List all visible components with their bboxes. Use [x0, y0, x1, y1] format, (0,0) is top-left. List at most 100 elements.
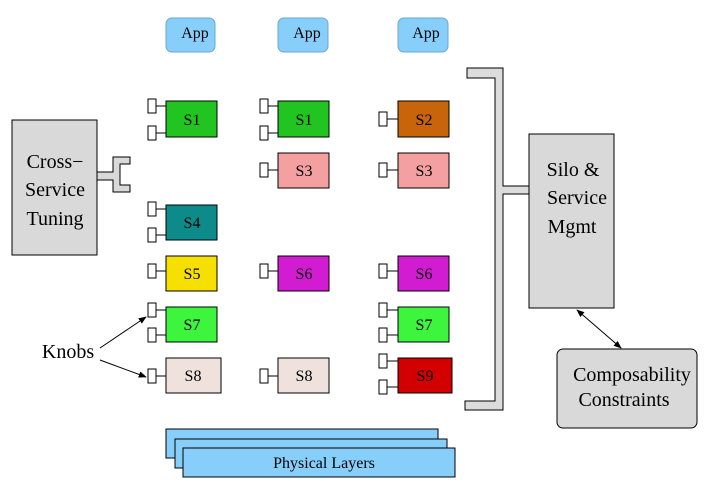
- service-s6-col2: S6: [259, 255, 330, 292]
- service-label: S9: [417, 368, 434, 385]
- cross-service-tuning-line-2: Service: [25, 179, 85, 201]
- service-box: [277, 255, 330, 292]
- service-box: [397, 357, 453, 394]
- service-s8-col2: S8: [259, 357, 330, 394]
- app-label-1: App: [181, 25, 209, 42]
- composability-constraints: Composability Constraints: [556, 348, 698, 429]
- app-box-1: App: [165, 17, 216, 53]
- app-box-3-shape: [397, 17, 449, 53]
- tuning-connector: [96, 156, 131, 193]
- knob: [147, 368, 157, 384]
- knob: [378, 302, 388, 318]
- knob: [147, 125, 157, 141]
- knob: [378, 263, 388, 279]
- knobs-arrow-upper: [99, 316, 147, 349]
- service-label: S2: [416, 112, 433, 129]
- service-s1-col1: S1: [147, 98, 218, 141]
- service-s9-col3: S9: [378, 353, 453, 395]
- knob: [259, 98, 269, 114]
- app-label-3: App: [412, 25, 440, 42]
- physical-layers-label: Physical Layers: [273, 455, 375, 472]
- service-s1-col2: S1: [259, 98, 330, 141]
- knobs-arrow-lower: [99, 359, 147, 378]
- service-label: S8: [296, 368, 313, 385]
- knob: [259, 125, 269, 141]
- service-s4-col1: S4: [147, 201, 218, 243]
- app-row: App App App: [165, 17, 449, 53]
- app-box-2-shape: [277, 17, 329, 53]
- cross-service-tuning-box: [11, 119, 98, 256]
- service-column-2: S1 S3 S6 S8: [259, 98, 330, 394]
- service-box: [277, 100, 330, 138]
- cross-service-tuning-line-3: Tuning: [26, 208, 83, 230]
- app-box-2: App: [277, 17, 329, 53]
- service-box: [165, 255, 218, 292]
- knob: [147, 263, 157, 279]
- service-s2-col3: S2: [378, 100, 450, 138]
- knob: [147, 327, 157, 343]
- service-label: S7: [416, 317, 433, 334]
- composability-line-2: Constraints: [578, 389, 669, 411]
- service-s3-col2: S3: [259, 152, 330, 189]
- service-box: [397, 255, 450, 292]
- service-box: [397, 100, 450, 138]
- service-box: [165, 357, 222, 394]
- service-box: [165, 100, 218, 138]
- mgmt-composability-arrow: [576, 309, 622, 349]
- service-label: S8: [185, 368, 202, 385]
- knob: [378, 353, 388, 369]
- service-label: S4: [184, 215, 201, 232]
- silo-mgmt-box: [528, 133, 615, 309]
- service-box: [397, 152, 450, 189]
- physical-layers: Physical Layers: [165, 428, 456, 478]
- service-bracket: [464, 67, 530, 411]
- silo-mgmt-line-2: Service: [547, 187, 607, 209]
- service-label: S3: [416, 163, 433, 180]
- knob: [259, 263, 269, 279]
- knob: [147, 201, 157, 217]
- knob: [378, 379, 388, 395]
- knob: [378, 162, 388, 178]
- knob: [259, 162, 269, 178]
- app-box-3: App: [397, 17, 449, 53]
- service-box: [165, 306, 218, 343]
- service-s5-col1: S5: [147, 255, 218, 292]
- bracket-shape: [464, 67, 530, 411]
- service-s6-col3: S6: [378, 255, 450, 292]
- service-label: S5: [184, 266, 201, 283]
- service-s3-col3: S3: [378, 152, 450, 189]
- service-label: S1: [296, 112, 313, 129]
- service-box: [277, 152, 330, 189]
- app-label-2: App: [293, 25, 321, 42]
- knobs-label: Knobs: [42, 341, 94, 363]
- knob: [147, 227, 157, 243]
- silo-mgmt-line-1: Silo &: [547, 159, 600, 181]
- knob: [378, 327, 388, 343]
- cross-service-tuning: Cross− Service Tuning: [11, 119, 131, 256]
- service-box: [277, 357, 330, 394]
- composability-line-1: Composability: [573, 364, 691, 386]
- service-s7-col1: S7: [147, 302, 218, 343]
- service-box: [165, 204, 218, 241]
- service-s7-col3: S7: [378, 302, 450, 343]
- cross-service-tuning-line-1: Cross−: [27, 151, 84, 173]
- knob: [259, 368, 269, 384]
- knob: [147, 302, 157, 318]
- service-column-1: S1 S4 S5 S7 S8: [147, 98, 222, 394]
- composability-box: [556, 348, 698, 429]
- knob: [147, 98, 157, 114]
- service-box: [397, 306, 450, 343]
- silo-service-mgmt: Silo & Service Mgmt: [528, 133, 615, 309]
- knobs-annotation: Knobs: [42, 316, 147, 378]
- service-label: S3: [296, 163, 313, 180]
- app-box-1-shape: [165, 17, 216, 53]
- service-s8-col1: S8: [147, 357, 222, 394]
- service-label: S7: [184, 317, 201, 334]
- service-label: S1: [184, 112, 201, 129]
- physical-layer-front: [182, 447, 456, 478]
- service-label: S6: [296, 266, 313, 283]
- knob: [378, 111, 388, 127]
- service-label: S6: [416, 266, 433, 283]
- silo-mgmt-line-3: Mgmt: [548, 216, 597, 238]
